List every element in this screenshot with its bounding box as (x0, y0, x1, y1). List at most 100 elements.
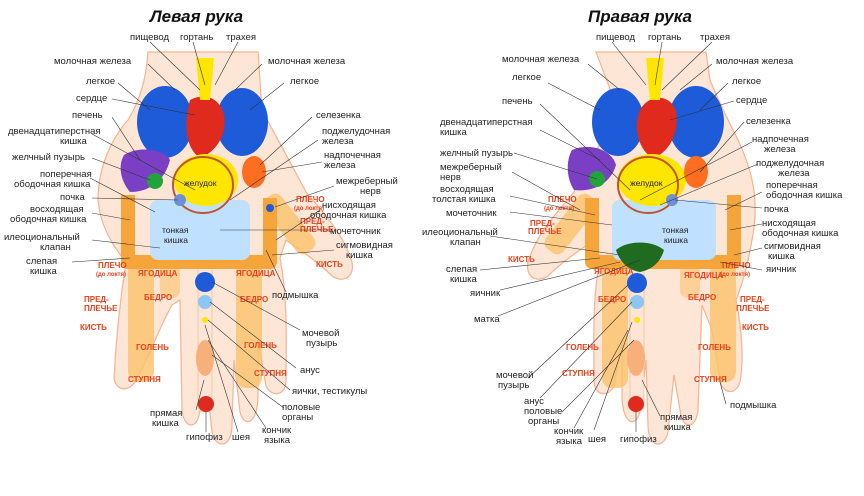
right-ovary-dot (634, 317, 640, 323)
label-ascending-colon: восходящая (440, 184, 494, 195)
zone-label: КИСТЬ (316, 260, 343, 269)
zone-label: ГОЛЕНЬ (136, 343, 169, 352)
left-hand-figure (97, 51, 354, 445)
label-duodenum: двенадцатиперстная (440, 117, 533, 128)
label-transverse-colon: поперечная (766, 180, 818, 191)
label-rectum: кишка (664, 422, 691, 433)
right-anus-dot (630, 295, 644, 309)
zone-label: (до локтя) (544, 206, 574, 212)
label-esophagus: пищевод (596, 32, 635, 43)
label-heart: сердце (736, 95, 767, 106)
label-neck: шея (588, 434, 606, 445)
zone-label: ПЛЕЧО (548, 195, 577, 204)
left-testicle-dot (202, 317, 208, 323)
zone-label: ПЛЕЧО (722, 261, 751, 270)
zone-label: (до локтя) (96, 272, 126, 278)
zone-label: КИСТЬ (508, 255, 535, 264)
right-stomach (618, 154, 686, 206)
label-lung: легкое (290, 76, 319, 87)
zone-label: ЯГОДИЦА (594, 267, 634, 276)
left-pituitary (198, 396, 214, 412)
label-gallbladder: желчный пузырь (440, 148, 513, 159)
label-transverse-colon: ободочная кишка (766, 190, 843, 201)
label-adrenal: надпочечная (324, 150, 381, 161)
label-ureter: мочеточник (446, 208, 497, 219)
label-ascending-colon: восходящая (30, 204, 84, 215)
label-descending-colon: ободочная кишка (310, 210, 387, 221)
label-larynx: гортань (648, 32, 681, 43)
zone-label: ЯГОДИЦА (684, 271, 724, 280)
label-pancreas: железа (778, 168, 810, 179)
zone-label: ГОЛЕНЬ (244, 341, 277, 350)
zone-label: ПЛЕЧЬЕ (528, 227, 562, 236)
label-sigmoid-colon: сигмовидная (764, 241, 821, 252)
label-tongue-tip: языка (556, 436, 583, 447)
label-sigmoid-colon: кишка (768, 251, 795, 262)
zone-label: СТУПНЯ (562, 369, 595, 378)
label-intercostal-nerve: межреберный (440, 162, 502, 173)
label-intercostal-nerve: межреберный (336, 176, 398, 187)
label-sigmoid-colon: кишка (346, 250, 373, 261)
left-stomach-ring (172, 156, 234, 214)
label-kidney: почка (764, 204, 790, 215)
label-larynx: гортань (180, 32, 213, 43)
zone-label: ПЛЕЧЬЕ (300, 225, 334, 234)
label-duodenum: кишка (60, 136, 87, 147)
label-heart: сердце (76, 93, 107, 104)
label-rectum: прямая (660, 412, 692, 423)
label-descending-colon: ободочная кишка (762, 228, 839, 239)
label-ascending-colon: толстая кишка (432, 194, 496, 205)
left-lung-left (137, 86, 193, 158)
left-pinky-bone (128, 262, 154, 382)
left-stomach-text: желудок (184, 178, 217, 188)
zone-label: ПРЕД- (530, 219, 555, 228)
label-ileocecal-valve: клапан (40, 242, 71, 253)
label-ileocecal-valve: клапан (450, 237, 481, 248)
label-testicles: яички, тестикулы (292, 386, 367, 397)
label-ileocecal-valve: илеоциональный (422, 227, 498, 238)
label-intercostal-nerve: нерв (440, 172, 461, 183)
label-adrenal: железа (324, 160, 356, 171)
label-genitals: половые (524, 406, 562, 417)
right-stomach-ring (617, 156, 679, 214)
left-small-intestine-text-1: тонкая (162, 225, 189, 235)
right-small-intestine-text-1: тонкая (662, 225, 689, 235)
label-trachea: трахея (700, 32, 730, 43)
label-tongue-tip: кончик (554, 426, 584, 437)
left-genitals (196, 340, 214, 376)
label-bladder: пузырь (498, 380, 529, 391)
label-kidney: почка (60, 192, 86, 203)
label-genitals: половые (282, 402, 320, 413)
label-uterus: матка (474, 314, 500, 325)
left-kidney (174, 194, 186, 206)
label-ureter: мочеточник (330, 226, 381, 237)
label-pancreas: поджелудочная (756, 158, 824, 169)
label-tongue-tip: языка (264, 435, 291, 446)
label-cecum: слепая (26, 256, 57, 267)
right-trachea (646, 58, 664, 100)
label-spleen: селезенка (316, 110, 361, 121)
label-armpit: подмышка (272, 290, 319, 301)
label-armpit: подмышка (730, 400, 777, 411)
left-index-bone (236, 258, 262, 388)
label-rectum: кишка (152, 418, 179, 429)
zone-label: ПЛЕЧО (296, 195, 325, 204)
label-lung: легкое (732, 76, 761, 87)
zone-label: (до локтя) (294, 206, 324, 212)
left-gallbladder (147, 173, 163, 189)
right-hand-figure (526, 51, 756, 445)
label-ovary: яичник (766, 264, 797, 275)
label-ovary: яичник (470, 288, 501, 299)
left-heart (186, 96, 225, 158)
label-sigmoid-colon: сигмовидная (336, 240, 393, 251)
zone-label: СТУПНЯ (694, 375, 727, 384)
zone-label: ПЛЕЧЬЕ (736, 304, 770, 313)
label-pancreas: железа (322, 136, 354, 147)
label-cecum: кишка (450, 274, 477, 285)
label-genitals: органы (282, 412, 313, 423)
label-duodenum: кишка (440, 127, 467, 138)
label-pituitary: гипофиз (620, 434, 657, 445)
zone-label: ЯГОДИЦА (236, 269, 276, 278)
zone-label: КИСТЬ (742, 323, 769, 332)
label-rectum: прямая (150, 408, 182, 419)
